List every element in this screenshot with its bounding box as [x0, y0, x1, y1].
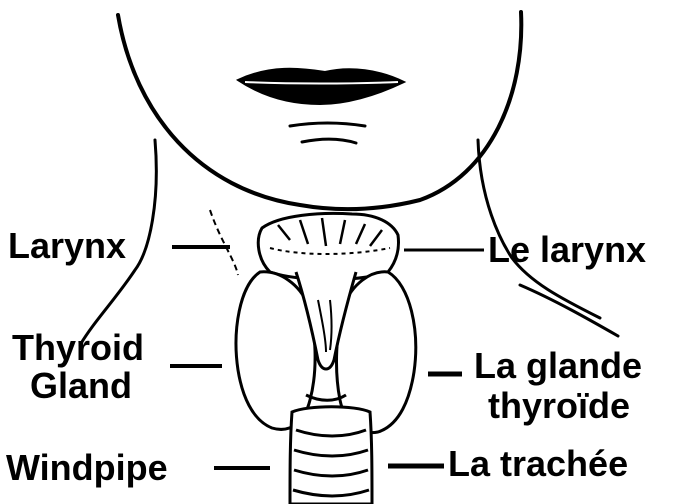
label-windpipe-en: Windpipe — [6, 450, 168, 486]
label-thyroid-fr-line1: La glande — [474, 348, 642, 384]
chin-crease-1 — [290, 123, 365, 126]
label-thyroid-fr-line2: thyroïde — [488, 388, 630, 424]
lips — [238, 69, 404, 104]
label-larynx-fr: Le larynx — [488, 232, 646, 268]
label-thyroid-en-line1: Thyroid — [12, 330, 144, 366]
jaw-outline — [118, 12, 521, 209]
chin-crease-2 — [302, 139, 356, 143]
label-larynx-en: Larynx — [8, 228, 126, 264]
larynx-shape — [258, 213, 398, 279]
neck-line-left-inner — [210, 210, 238, 275]
label-windpipe-fr: La trachée — [448, 446, 628, 482]
label-thyroid-en-line2: Gland — [30, 368, 132, 404]
